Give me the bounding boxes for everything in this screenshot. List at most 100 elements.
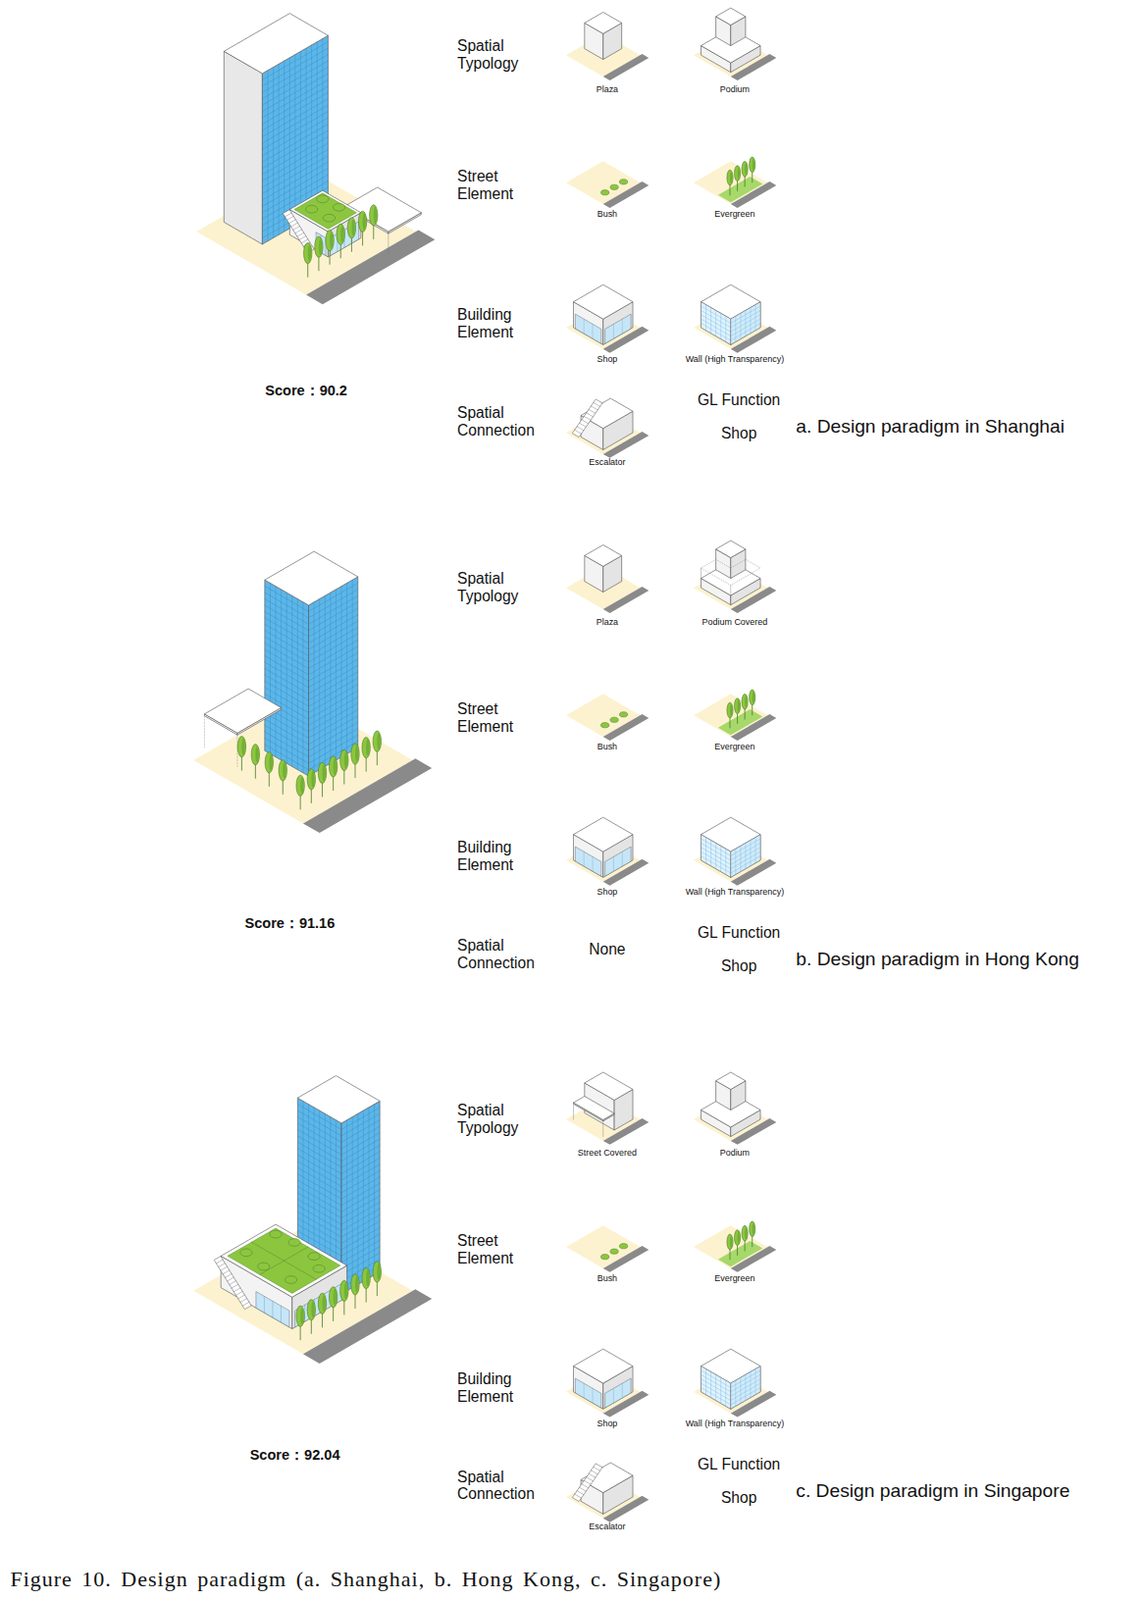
tower-right-face <box>309 576 359 777</box>
glass-transom <box>701 1370 731 1388</box>
panel-title: c. Design paradigm in Singapore <box>795 1480 1070 1503</box>
icon-caption: Evergreen <box>714 741 755 752</box>
panel-art <box>193 1072 777 1523</box>
glass-transom <box>309 696 359 726</box>
glass-transom <box>264 725 310 751</box>
glass-transom <box>341 1144 380 1168</box>
stair-step <box>233 1288 241 1293</box>
icon-cover-outline <box>700 559 761 585</box>
tree-shade <box>255 746 259 764</box>
glass-mullion <box>592 323 594 339</box>
tree-crown <box>328 1287 337 1308</box>
glass-transom <box>341 1195 380 1219</box>
tree-crown <box>741 693 748 710</box>
stair-step <box>574 429 582 434</box>
glass-transom <box>309 615 359 644</box>
tower-left-face <box>223 51 262 245</box>
tree-shade <box>344 1282 348 1299</box>
glass-transom <box>261 79 328 118</box>
tree-crown <box>372 1261 381 1283</box>
glass-transom <box>261 104 328 144</box>
glass-transom <box>730 310 761 327</box>
tree-shade <box>321 1295 325 1312</box>
icon-cover-top-face <box>572 1095 615 1120</box>
element-icon <box>693 1221 777 1273</box>
row-heading: Spatial Connection <box>457 936 548 973</box>
glass-transom <box>261 117 328 156</box>
panel-title: a. Design paradigm in Shanghai <box>795 415 1065 438</box>
tree-shade <box>752 691 755 705</box>
street-strip <box>303 758 432 833</box>
function-value: Shop <box>721 1489 757 1507</box>
glass-mullion <box>583 1383 585 1399</box>
icon-caption: Escalator <box>588 457 625 468</box>
icon-caption: Bush <box>597 208 618 219</box>
glass-transom <box>297 1174 342 1200</box>
glass-transom <box>264 605 310 631</box>
tree-crown <box>278 760 287 781</box>
tower-left-face <box>264 579 310 777</box>
glass-transom <box>264 719 310 745</box>
glass-mullion <box>622 318 624 334</box>
icon-caption: Bush <box>597 1273 618 1284</box>
tree-shade <box>333 758 337 776</box>
site-plate <box>566 693 641 737</box>
site-plate <box>693 1225 769 1269</box>
bush <box>288 1239 301 1247</box>
glass-transom <box>701 842 731 860</box>
element-icon <box>566 11 649 80</box>
icon-cover-support <box>602 1121 604 1138</box>
glass-transom <box>309 589 359 619</box>
bush <box>269 1230 282 1239</box>
site-plate <box>693 160 769 205</box>
glass-mullion <box>613 323 615 339</box>
glass-transom <box>261 123 328 162</box>
tree-shade <box>737 1231 740 1245</box>
stair <box>213 1256 252 1310</box>
icon-shopfront <box>605 313 631 344</box>
glass-transom <box>341 1120 380 1143</box>
glass-transom <box>701 323 731 341</box>
row-heading: Spatial Connection <box>457 404 548 440</box>
icon-curtain-wall <box>730 302 761 346</box>
icon-block-top-face <box>584 1072 633 1100</box>
glass-transom <box>309 709 359 738</box>
tree-crown <box>369 205 378 226</box>
podium-glass <box>256 1291 290 1327</box>
glass-transom <box>261 143 328 182</box>
element-icon <box>566 1225 649 1273</box>
glass-transom <box>297 1142 342 1168</box>
glass-transom <box>264 713 310 739</box>
glass-transom <box>297 1161 342 1188</box>
stair-step <box>227 1277 235 1282</box>
stair-step <box>222 1270 230 1275</box>
icon-shopfront <box>574 313 601 344</box>
tree-crown <box>317 762 326 783</box>
glass-transom <box>341 1170 380 1194</box>
bush <box>308 1252 320 1261</box>
icon-caption: Evergreen <box>714 1273 755 1284</box>
glass-transom <box>261 155 328 195</box>
icon-caption: Plaza <box>596 83 619 94</box>
icon-shopfront <box>574 846 601 877</box>
row-heading: Street Element <box>457 167 548 204</box>
tree-crown <box>340 1280 349 1301</box>
icon-block-top-face <box>572 1349 633 1384</box>
street-strip <box>603 181 650 208</box>
stair-step <box>291 222 299 227</box>
bush <box>600 190 609 196</box>
stair-step <box>218 1263 226 1268</box>
stair-step <box>583 1480 591 1485</box>
stair-step <box>588 409 596 414</box>
bush <box>610 1248 619 1254</box>
element-icon <box>693 817 777 885</box>
stair-step <box>301 239 309 244</box>
tower-top-face <box>223 13 328 74</box>
site-plate <box>693 693 769 737</box>
function-heading: GL Function <box>697 924 780 942</box>
glass-transom <box>341 1190 380 1213</box>
icon-caption: Podium <box>720 1147 750 1158</box>
icon-caption: Wall (High Transparency) <box>685 886 785 897</box>
icon-curtain-wall <box>700 1366 730 1410</box>
